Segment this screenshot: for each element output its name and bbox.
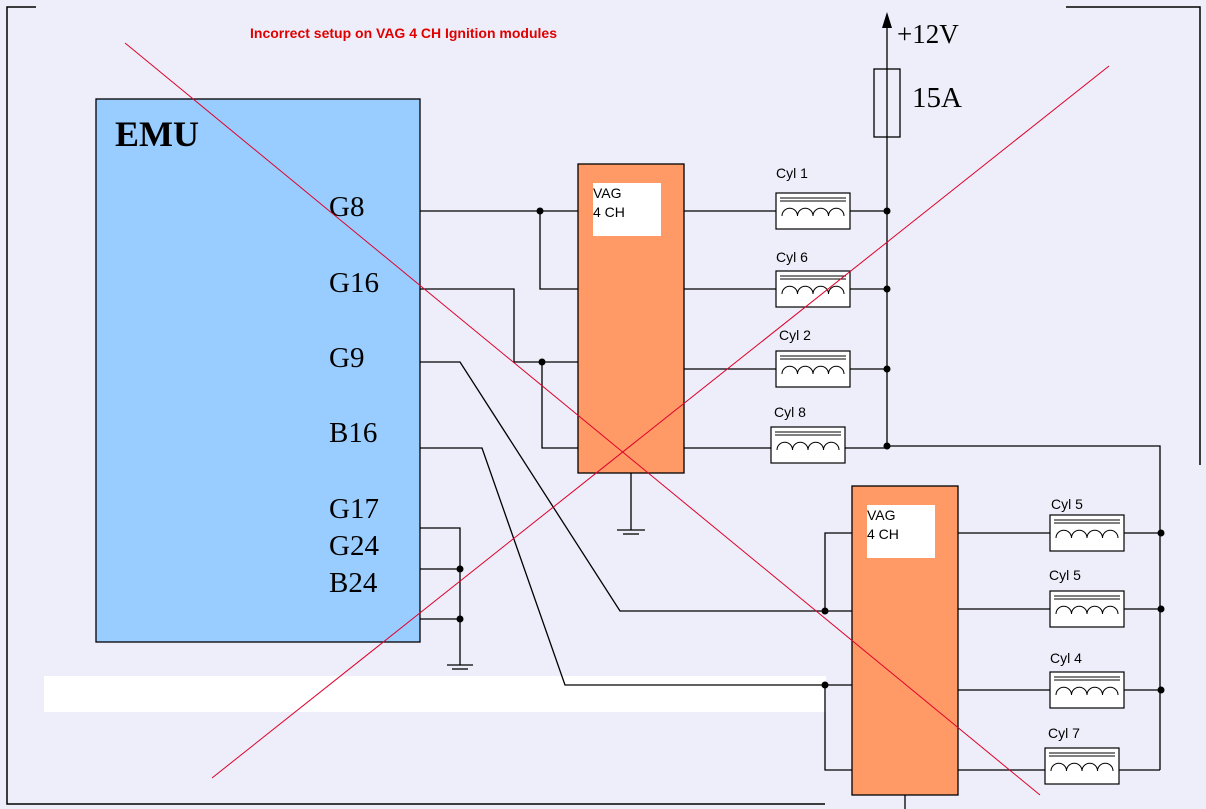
ignition-coil: Cyl 2 bbox=[775, 327, 851, 388]
pin-label: G8 bbox=[329, 191, 364, 223]
module-label: VAG bbox=[593, 185, 622, 201]
coil-label: Cyl 4 bbox=[1050, 650, 1082, 666]
coil-winding-icon bbox=[776, 441, 840, 451]
ignition-module-1: VAG 4 CH bbox=[577, 163, 685, 474]
fuse-label: 15A bbox=[912, 82, 962, 114]
ignition-coil: Cyl 4 bbox=[1049, 650, 1125, 709]
coil-winding-icon bbox=[1055, 529, 1119, 539]
emu-block bbox=[95, 98, 421, 643]
coil-winding-icon bbox=[781, 207, 845, 217]
pin-label: G9 bbox=[329, 342, 364, 374]
ignition-coil: Cyl 7 bbox=[1044, 725, 1120, 785]
coil-label: Cyl 7 bbox=[1048, 725, 1080, 741]
ignition-coil: Cyl 8 bbox=[770, 404, 846, 464]
coil-label: Cyl 5 bbox=[1049, 567, 1081, 583]
cross-out-mark bbox=[124, 42, 1110, 796]
ignition-module-2: VAG 4 CH bbox=[851, 485, 959, 796]
module-label: VAG bbox=[867, 507, 896, 523]
coil-label: Cyl 6 bbox=[776, 249, 808, 265]
pin-label: G24 bbox=[329, 530, 379, 562]
supply-label: +12V bbox=[897, 19, 959, 49]
pin-label: B24 bbox=[329, 567, 378, 599]
junction-dots bbox=[456, 207, 1165, 694]
pin-label: G16 bbox=[329, 267, 379, 299]
emu-pins: G8 G16 G9 B16 G17 G24 B24 bbox=[329, 191, 379, 599]
diagram-title: Incorrect setup on VAG 4 CH Ignition mod… bbox=[250, 25, 557, 41]
coil-label: Cyl 1 bbox=[776, 165, 808, 181]
emu-label: EMU bbox=[115, 114, 199, 154]
frame bbox=[6, 6, 1201, 805]
fuse-icon bbox=[873, 68, 901, 138]
ignition-coil: Cyl 5 bbox=[1049, 496, 1125, 552]
pin-label: B16 bbox=[329, 417, 377, 449]
coil-label: Cyl 5 bbox=[1051, 496, 1083, 512]
pin-label: G17 bbox=[329, 493, 379, 525]
coil-winding-icon bbox=[781, 365, 845, 375]
coil-winding-icon bbox=[781, 285, 845, 295]
module-label: 4 CH bbox=[593, 204, 625, 220]
coil-winding-icon bbox=[1050, 762, 1114, 772]
ground-icon bbox=[447, 529, 645, 670]
module-label: 4 CH bbox=[867, 526, 899, 542]
wires bbox=[420, 26, 1161, 809]
coil-label: Cyl 8 bbox=[774, 404, 806, 420]
ignition-coil: Cyl 1 bbox=[775, 165, 851, 230]
ignition-coil: Cyl 5 bbox=[1049, 567, 1125, 628]
ignition-coil: Cyl 6 bbox=[775, 249, 851, 308]
coil-label: Cyl 2 bbox=[779, 327, 811, 343]
blank-band bbox=[44, 676, 826, 712]
arrow-up-icon bbox=[882, 12, 892, 28]
coil-winding-icon bbox=[1055, 605, 1119, 615]
coil-winding-icon bbox=[1055, 686, 1119, 696]
coils: Cyl 1 Cyl 6 Cyl 2 Cyl 8 Cyl 5 Cyl 5 Cyl 4 Cyl 7 bbox=[770, 165, 1125, 785]
